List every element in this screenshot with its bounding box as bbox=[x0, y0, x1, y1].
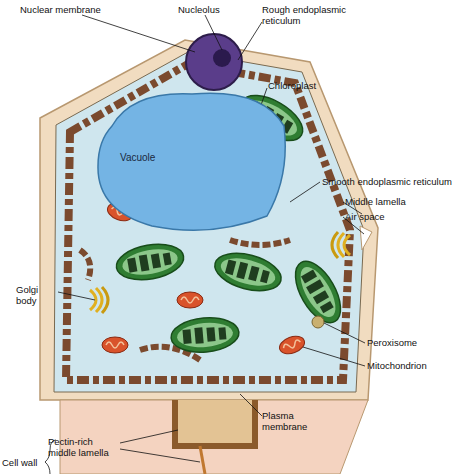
mitochondrion bbox=[102, 337, 128, 353]
cell-wall bbox=[40, 40, 378, 400]
part-label: Nuclear membrane bbox=[20, 4, 101, 15]
peroxisome bbox=[312, 316, 324, 328]
part-label: Mitochondrion bbox=[367, 360, 427, 371]
part-label: Cell wall bbox=[2, 457, 37, 468]
part-label: Nucleolus bbox=[178, 4, 220, 15]
part-label: Chloroplast bbox=[268, 80, 316, 91]
golgi-body bbox=[332, 232, 350, 258]
nucleolus bbox=[213, 49, 231, 67]
vacuole-shape: Vacuole bbox=[92, 86, 290, 238]
leader-lines bbox=[58, 15, 365, 462]
pectin-lamella bbox=[175, 400, 255, 446]
part-label: Air space bbox=[345, 211, 385, 222]
part-label: Rough endoplasmic reticulum bbox=[262, 4, 357, 26]
part-label: Plasma membrane bbox=[262, 410, 324, 432]
vacuole-fill bbox=[98, 93, 285, 230]
endoplasmic-reticulum bbox=[66, 64, 350, 380]
golgi-body bbox=[90, 287, 108, 313]
smooth-er bbox=[80, 240, 290, 360]
organelle-label: Vacuole bbox=[120, 152, 155, 164]
mitochondrion bbox=[177, 292, 203, 308]
part-label: Middle lamella bbox=[345, 196, 406, 207]
air-space bbox=[360, 226, 372, 250]
chloroplast bbox=[211, 247, 285, 297]
part-label: Golgi body bbox=[16, 284, 56, 306]
chloroplast bbox=[170, 315, 241, 355]
wall-cut-face bbox=[60, 400, 368, 474]
chloroplast bbox=[286, 254, 349, 330]
chloroplast bbox=[114, 239, 187, 284]
nucleus bbox=[186, 34, 242, 90]
part-label: Peroxisome bbox=[367, 337, 417, 348]
mitochondrion bbox=[277, 333, 307, 357]
part-label: Pectin-rich middle lamella bbox=[48, 436, 123, 458]
middle-lamella-band bbox=[200, 446, 205, 474]
part-label: Smooth endoplasmic reticulum bbox=[322, 176, 452, 187]
cytoplasm bbox=[54, 52, 364, 392]
